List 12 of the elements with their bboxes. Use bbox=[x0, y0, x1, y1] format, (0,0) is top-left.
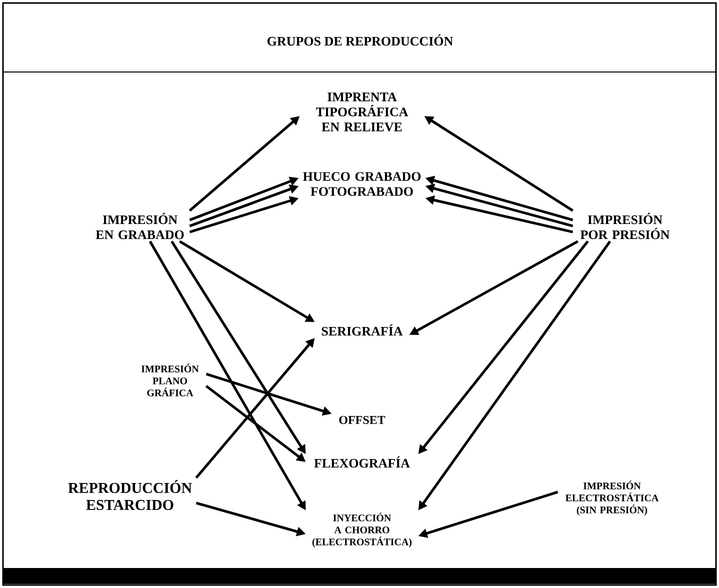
process-label: FLEXOGRAFÍA bbox=[314, 456, 410, 468]
process-label: REPRODUCCIÓN ESTARCIDO bbox=[68, 480, 192, 510]
process-label: IMPRESIÓN PLANO GRÁFICA bbox=[141, 364, 199, 396]
process-label: IMPRESIÓN ELECTROSTÁTICA (SIN PRESIÓN) bbox=[566, 480, 659, 516]
process-label: IMPRENTA TIPOGRÁFICA EN RELIEVE bbox=[316, 92, 408, 132]
process-label: SERIGRAFÍA bbox=[322, 324, 403, 336]
process-label: OFFSET bbox=[339, 416, 386, 424]
process-label: IMPRESIÓN POR PRESIÓN bbox=[580, 212, 670, 240]
process-label: INYECCIÓN A CHORRO (ELECTROSTÁTICA) bbox=[312, 512, 412, 548]
process-label: IMPRESIÓN EN GRABADO bbox=[96, 212, 184, 240]
process-label: HUECO GRABADO FOTOGRABADO bbox=[303, 172, 421, 196]
title: GRUPOS DE REPRODUCCIÓN bbox=[267, 34, 453, 46]
